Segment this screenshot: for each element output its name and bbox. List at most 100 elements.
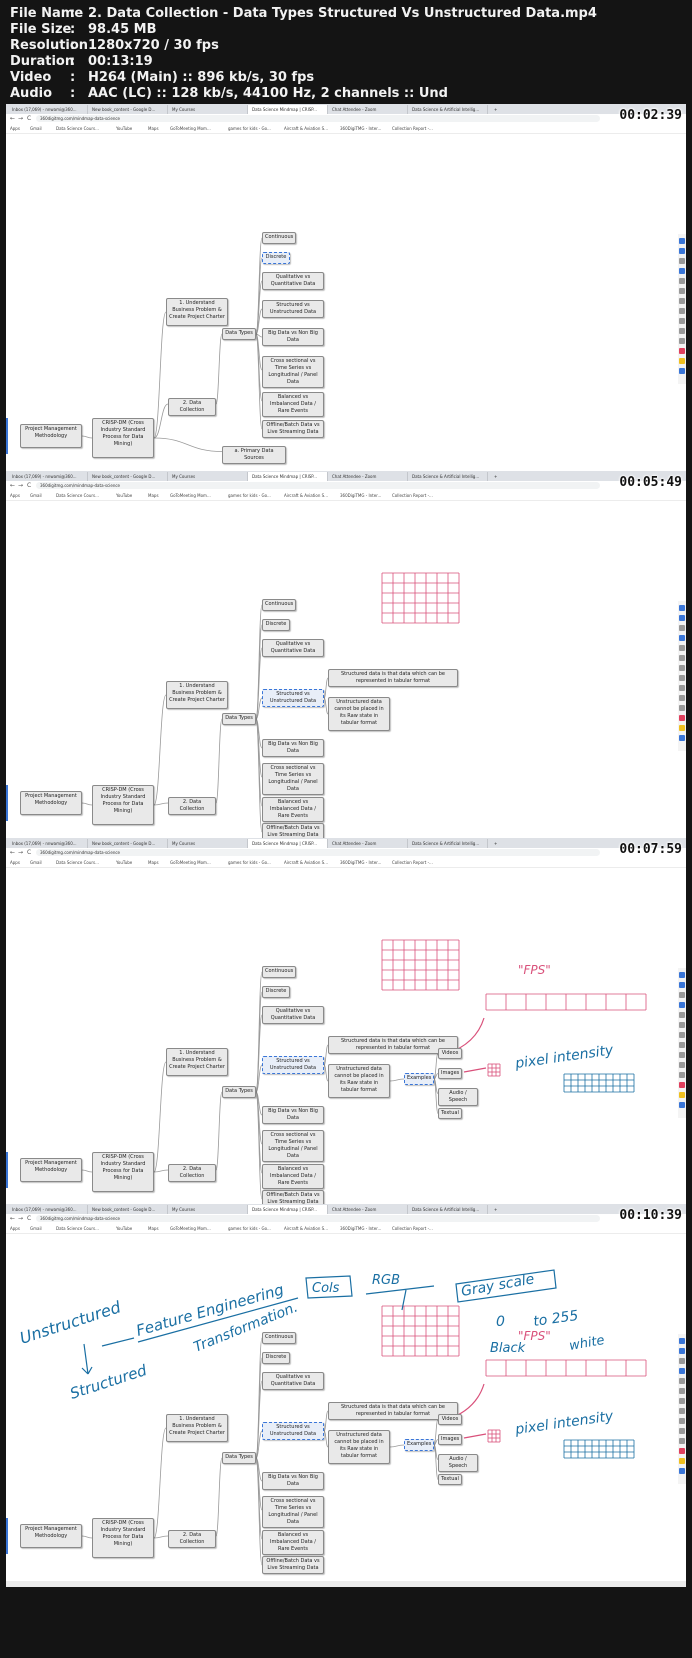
crisp-node[interactable]: CRISP-DM (Cross Industry Standard Proces… — [92, 785, 154, 825]
datatypes-node[interactable]: Data Types — [222, 713, 256, 725]
offline-node[interactable]: Offline/Batch Data vs Live Streaming Dat… — [262, 420, 324, 438]
toolbar-tool-icon[interactable] — [679, 1072, 685, 1078]
browser-tab[interactable]: Chat Attendee - Zoom — [328, 105, 408, 114]
bookmark-item[interactable]: Gmail — [30, 126, 42, 131]
toolbar-tool-icon[interactable] — [679, 1388, 685, 1394]
toolbar-tool-icon[interactable] — [679, 645, 685, 651]
toolbar-tool-icon[interactable] — [679, 635, 685, 641]
forward-icon[interactable]: → — [18, 482, 24, 489]
bookmark-item[interactable]: GoToMeeting Mom... — [170, 1226, 211, 1231]
toolbar-tool-icon[interactable] — [679, 1408, 685, 1414]
bigdata-node[interactable]: Big Data vs Non Big Data — [262, 1472, 324, 1490]
new-tab-button[interactable]: + — [494, 474, 498, 479]
discrete-node[interactable]: Discrete — [262, 1352, 290, 1364]
qual-node[interactable]: Qualitative vs Quantitative Data — [262, 272, 324, 290]
pm-node[interactable]: Project Management Methodology — [20, 424, 82, 448]
pm-node[interactable]: Project Management Methodology — [20, 791, 82, 815]
bookmark-item[interactable]: Apps — [10, 1226, 20, 1231]
bookmark-item[interactable]: Apps — [10, 126, 20, 131]
struct-node[interactable]: Structured vs Unstructured Data — [262, 300, 324, 318]
bookmark-item[interactable]: Collection Report -... — [392, 126, 433, 131]
bookmark-item[interactable]: games for kids - Go... — [228, 1226, 271, 1231]
crisp-node[interactable]: CRISP-DM (Cross Industry Standard Proces… — [92, 1152, 154, 1192]
toolbar-tool-icon[interactable] — [679, 1002, 685, 1008]
unstructured-def-node[interactable]: Unstructured data cannot be placed in it… — [328, 1064, 390, 1098]
toolbar-tool-icon[interactable] — [679, 735, 685, 741]
forward-icon[interactable]: → — [18, 849, 24, 856]
browser-tab[interactable]: Inbox (17,069) - nnwami@360... — [8, 105, 88, 114]
understand-node[interactable]: 1. Understand Business Problem & Create … — [166, 681, 228, 709]
datatypes-node[interactable]: Data Types — [222, 1086, 256, 1098]
toolbar-tool-icon[interactable] — [679, 348, 685, 354]
audio-node[interactable]: Audio / Speech — [438, 1454, 478, 1472]
bigdata-node[interactable]: Big Data vs Non Big Data — [262, 328, 324, 346]
collection-node[interactable]: 2. Data Collection — [168, 398, 216, 416]
toolbar-tool-icon[interactable] — [679, 1368, 685, 1374]
pm-node[interactable]: Project Management Methodology — [20, 1158, 82, 1182]
understand-node[interactable]: 1. Understand Business Problem & Create … — [166, 298, 228, 326]
bookmark-item[interactable]: Aircraft & Aviation S... — [284, 126, 328, 131]
toolbar-tool-icon[interactable] — [679, 725, 685, 731]
qual-node[interactable]: Qualitative vs Quantitative Data — [262, 1006, 324, 1024]
bookmark-item[interactable]: Maps — [148, 1226, 159, 1231]
understand-node[interactable]: 1. Understand Business Problem & Create … — [166, 1414, 228, 1442]
toolbar-tool-icon[interactable] — [679, 258, 685, 264]
reload-icon[interactable]: C — [27, 482, 32, 489]
struct-node[interactable]: Structured vs Unstructured Data — [262, 1056, 324, 1074]
toolbar-tool-icon[interactable] — [679, 982, 685, 988]
images-node[interactable]: Images — [438, 1434, 462, 1445]
browser-tab[interactable]: Chat Attendee - Zoom — [328, 472, 408, 481]
forward-icon[interactable]: → — [18, 1215, 24, 1222]
images-node[interactable]: Images — [438, 1068, 462, 1079]
browser-tab-active[interactable]: Data Science Mindmap | CRISP... — [248, 472, 328, 481]
qual-node[interactable]: Qualitative vs Quantitative Data — [262, 639, 324, 657]
understand-node[interactable]: 1. Understand Business Problem & Create … — [166, 1048, 228, 1076]
toolbar-tool-icon[interactable] — [679, 1338, 685, 1344]
toolbar-tool-icon[interactable] — [679, 1468, 685, 1474]
textual-node[interactable]: Textual — [438, 1108, 462, 1119]
cross-node[interactable]: Cross sectional vs Time Series vs Longit… — [262, 1130, 324, 1162]
reload-icon[interactable]: C — [27, 849, 32, 856]
browser-tab-active[interactable]: Data Science Mindmap | CRISP... — [248, 1205, 328, 1214]
examples-node[interactable]: Examples — [404, 1073, 434, 1085]
toolbar-tool-icon[interactable] — [679, 695, 685, 701]
toolbar-tool-icon[interactable] — [679, 1092, 685, 1098]
bookmark-item[interactable]: Aircraft & Aviation S... — [284, 1226, 328, 1231]
toolbar-tool-icon[interactable] — [679, 278, 685, 284]
discrete-node[interactable]: Discrete — [262, 986, 290, 998]
bookmark-item[interactable]: Gmail — [30, 860, 42, 865]
browser-tab[interactable]: Data Science & Artificial Intellig... — [408, 1205, 488, 1214]
toolbar-tool-icon[interactable] — [679, 238, 685, 244]
toolbar-tool-icon[interactable] — [679, 1082, 685, 1088]
bigdata-node[interactable]: Big Data vs Non Big Data — [262, 739, 324, 757]
bookmark-item[interactable]: Data Science Cours... — [56, 493, 99, 498]
toolbar-tool-icon[interactable] — [679, 368, 685, 374]
bookmark-item[interactable]: Maps — [148, 860, 159, 865]
bookmark-item[interactable]: Collection Report -... — [392, 493, 433, 498]
toolbar-tool-icon[interactable] — [679, 1348, 685, 1354]
toolbar-tool-icon[interactable] — [679, 715, 685, 721]
examples-node[interactable]: Examples — [404, 1439, 434, 1451]
bookmark-item[interactable]: Aircraft & Aviation S... — [284, 493, 328, 498]
toolbar-tool-icon[interactable] — [679, 318, 685, 324]
bookmark-item[interactable]: GoToMeeting Mom... — [170, 860, 211, 865]
toolbar-tool-icon[interactable] — [679, 338, 685, 344]
browser-tab-active[interactable]: Data Science Mindmap | CRISP... — [248, 105, 328, 114]
discrete-node[interactable]: Discrete — [262, 619, 290, 631]
bookmark-item[interactable]: YouTube — [116, 1226, 133, 1231]
reload-icon[interactable]: C — [27, 115, 32, 122]
browser-tab[interactable]: Data Science & Artificial Intellig... — [408, 472, 488, 481]
toolbar-tool-icon[interactable] — [679, 358, 685, 364]
mindmap-canvas[interactable]: Project Management Methodology CRISP-DM (… — [6, 501, 678, 848]
back-icon[interactable]: ← — [10, 482, 16, 489]
bookmark-item[interactable]: games for kids - Go... — [228, 493, 271, 498]
toolbar-tool-icon[interactable] — [679, 1458, 685, 1464]
toolbar-tool-icon[interactable] — [679, 1042, 685, 1048]
qual-node[interactable]: Qualitative vs Quantitative Data — [262, 1372, 324, 1390]
browser-tab-active[interactable]: Data Science Mindmap | CRISP... — [248, 839, 328, 848]
videos-node[interactable]: Videos — [438, 1048, 462, 1059]
toolbar-tool-icon[interactable] — [679, 992, 685, 998]
bookmark-item[interactable]: YouTube — [116, 493, 133, 498]
bookmark-item[interactable]: YouTube — [116, 860, 133, 865]
toolbar-tool-icon[interactable] — [679, 308, 685, 314]
